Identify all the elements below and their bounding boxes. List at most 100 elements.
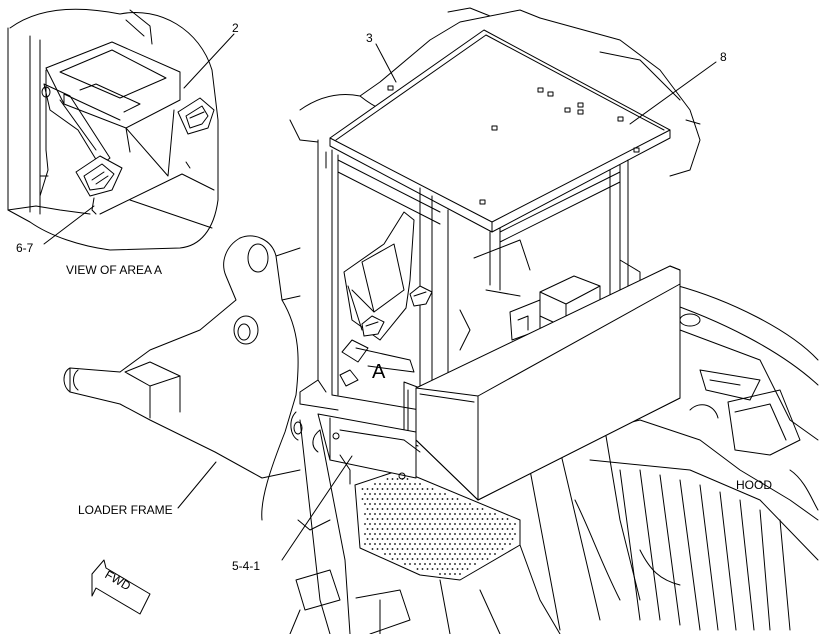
perforation-dot [381,518,384,520]
perforation-dot [404,493,406,495]
inset-view-area-a [7,8,219,251]
perforation-dot [384,503,386,505]
perforation-dot [471,538,474,540]
perforation-dot [419,563,421,565]
perforation-dot [429,523,431,525]
perforation-dot [461,558,464,560]
perforation-dot [411,538,414,540]
perforation-dot [379,503,381,505]
perforation-dot [466,508,469,510]
perforation-dot [439,563,441,565]
perforation-dot [414,523,416,525]
perforation-dot [389,513,391,515]
perforation-dot [446,518,449,520]
perforation-dot [374,483,376,485]
perforation-dot [449,533,451,535]
perforation-dot [456,548,459,550]
perforation-dot [419,513,421,515]
perforation-dot [506,518,509,520]
perforation-dot [376,548,379,550]
perforation-dot [444,543,446,545]
perforation-dot [381,508,384,510]
perforation-dot [394,543,396,545]
loader-frame-drawing [63,235,301,521]
perforation-dot [471,508,474,510]
perforation-dot [399,513,401,515]
perforation-dot [386,548,389,550]
perforation-dot [441,568,444,570]
perforation-dot [471,558,474,560]
perforation-dot [369,523,371,525]
perforation-dot [484,523,486,525]
perforation-dot [389,553,391,555]
perforation-dot [444,513,446,515]
perforation-dot [409,483,411,485]
perforation-dot [399,503,401,505]
perforation-dot [499,543,501,545]
perforation-dot [479,533,481,535]
perforation-dot [459,553,461,555]
perforation-dot [454,503,456,505]
perforation-dot [431,498,434,500]
perforation-dot [411,498,414,500]
perforation-dot [404,513,406,515]
perforation-dot [371,528,374,530]
perforation-dot [379,513,381,515]
perforation-dot [406,548,409,550]
perforation-dot [409,543,411,545]
perforation-dot [439,573,441,575]
perforation-dot [476,558,479,560]
perforation-dot [476,538,479,540]
perforation-dot [379,543,381,545]
perforation-dot [424,503,426,505]
perforation-dot [381,488,384,490]
perforation-dot [389,533,391,535]
perforation-dot [396,488,399,490]
perforation-dot [411,488,414,490]
perforation-dot [466,548,469,550]
perforation-dot [399,483,401,485]
perforation-dot [454,533,456,535]
perforation-dot [379,533,381,535]
perforation-dot [446,558,449,560]
perforation-dot [396,478,399,480]
perforation-dot [416,498,419,500]
perforation-dot [369,493,371,495]
perforation-dot [426,548,429,550]
perforation-dot [446,568,449,570]
perforation-dot [501,528,504,530]
perforation-dot [401,528,404,530]
perforation-dot [429,543,431,545]
perforation-dot [489,553,491,555]
perforation-dot [391,508,394,510]
perforation-dot [479,553,481,555]
perforation-dot [421,498,424,500]
perforation-dot [421,528,424,530]
perforation-dot [416,568,419,570]
perforation-dot [394,483,396,485]
perforation-dot [424,563,426,565]
perforation-dot [434,523,436,525]
perforation-dot [424,553,426,555]
perforation-dot [389,503,391,505]
perforation-dot [401,538,404,540]
perforation-dot [441,538,444,540]
perforation-dot [456,508,459,510]
perforation-dot [384,493,386,495]
perforation-dot [486,548,489,550]
leader-lines [43,33,717,561]
perforation-dot [471,548,474,550]
perforation-dot [459,523,461,525]
perforation-dot [441,528,444,530]
perforation-dot [386,518,389,520]
perforation-dot [451,558,454,560]
perforation-dot [459,503,461,505]
perforation-dot [364,523,366,525]
perforation-dot [391,478,394,480]
perforation-dot [514,533,516,535]
perforation-dot [391,488,394,490]
perforation-dot [386,538,389,540]
perforation-dot [399,553,401,555]
perforation-dot [406,498,409,500]
